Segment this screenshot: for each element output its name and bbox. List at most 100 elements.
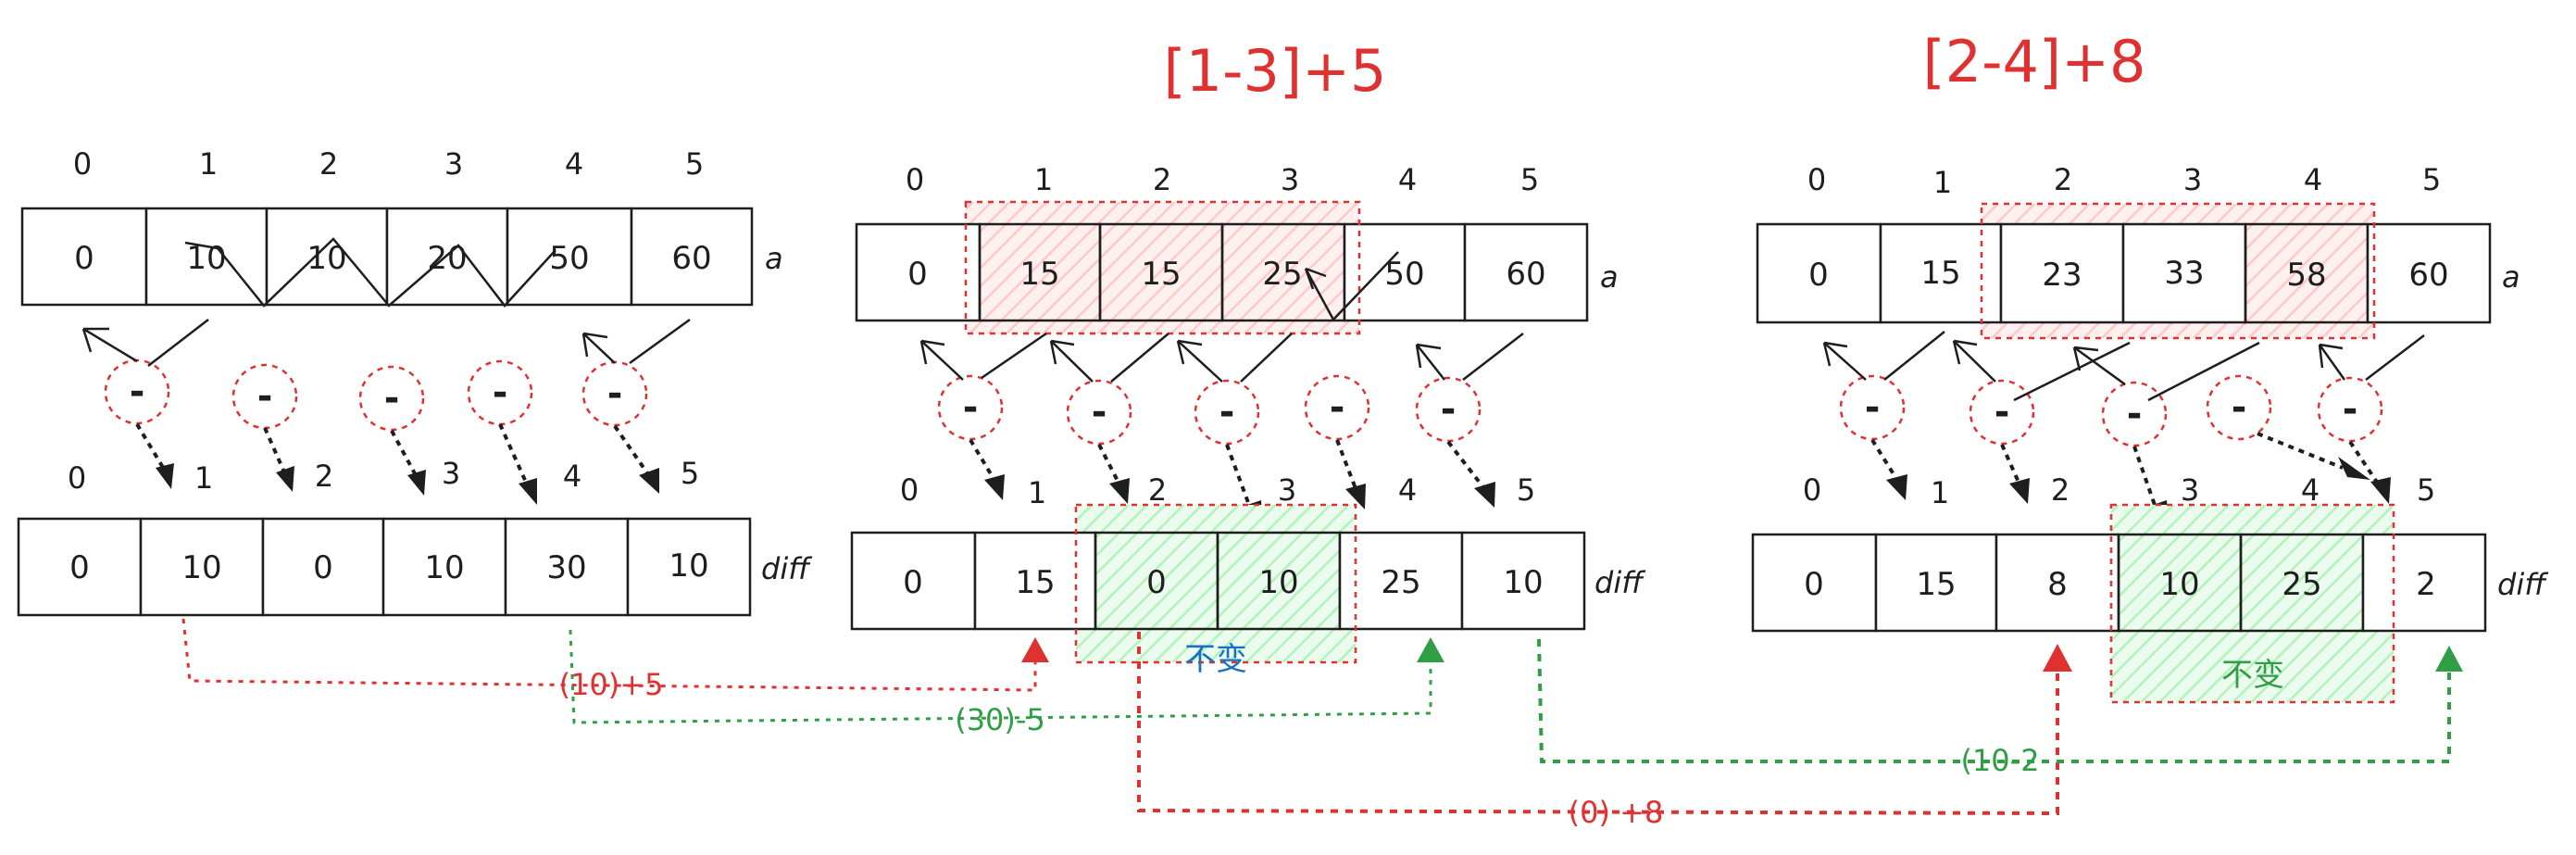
diff-label: diff <box>761 551 813 586</box>
diff-index: 5 <box>681 456 699 491</box>
a-index: 3 <box>444 146 463 182</box>
diff-value: 15 <box>1916 566 1956 603</box>
connector-label: (10)+5 <box>559 667 664 702</box>
a-index: 4 <box>1398 162 1417 197</box>
diff-index: 0 <box>68 460 86 496</box>
diff-index: 3 <box>2181 472 2199 508</box>
diff-index: 0 <box>900 472 919 508</box>
connector-minus5: (30)-5 <box>569 629 1444 737</box>
minus-sign: - <box>1865 386 1881 429</box>
minus-sign: - <box>2343 388 2358 431</box>
a-index: 2 <box>319 146 338 182</box>
a-index: 2 <box>1153 162 1171 197</box>
diff-value: 10 <box>669 547 708 585</box>
connector-plus5: (10)+5 <box>181 618 1049 702</box>
diff-value: 0 <box>903 564 923 601</box>
diff-label: diff <box>2497 567 2549 602</box>
panel-3-array-diff <box>1751 533 2487 633</box>
a-value: 25 <box>1262 256 1302 293</box>
minus-circle <box>1194 379 1260 446</box>
a-value: 15 <box>1141 256 1181 293</box>
array-cell <box>2361 533 2487 633</box>
a-index: 5 <box>685 146 704 182</box>
array-cell <box>504 517 630 617</box>
array-cell <box>630 207 754 307</box>
unchanged-label: 不变 <box>2221 657 2284 694</box>
a-value: 60 <box>1506 256 1545 293</box>
panel-1-up-arrows <box>81 318 691 367</box>
minus-sign: - <box>2127 393 2143 435</box>
diff-index: 1 <box>1028 475 1046 510</box>
array-cell <box>506 207 633 307</box>
panel-1-a-indices: 0 1 2 3 4 5 <box>73 146 704 182</box>
minus-sign: - <box>1995 391 2010 434</box>
array-cell <box>1879 222 2003 324</box>
a-index: 4 <box>565 146 583 182</box>
panel-1-down-arrows <box>135 422 652 487</box>
diff-index: 4 <box>563 459 581 494</box>
panel-1-array-diff <box>17 517 752 617</box>
unchanged-range-box <box>1074 503 1357 664</box>
unchanged-range-fill <box>1076 505 1356 662</box>
diff-value: 0 <box>1804 566 1824 603</box>
array-cell <box>1343 222 1467 322</box>
panel-2-array-diff <box>850 531 1586 631</box>
diff-index: 2 <box>1148 472 1167 508</box>
minus-circle <box>1066 379 1132 446</box>
diff-index: 1 <box>194 460 213 496</box>
updated-range-box <box>964 200 1361 335</box>
array-cell <box>2121 222 2247 324</box>
array-cell <box>626 517 752 617</box>
panel-2: [1-3]+5 0 1 2 3 4 5 0 15 15 25 50 60 <box>850 37 1646 678</box>
panel-3-a-values: 0 15 23 33 58 60 <box>1808 255 2448 294</box>
a-value: 15 <box>1019 256 1059 293</box>
minus-sign: - <box>963 386 979 429</box>
connector-label: (0) +8 <box>1569 795 1664 830</box>
a-value: 0 <box>1808 257 1829 294</box>
a-value: 50 <box>549 240 589 277</box>
panel-1-minus-signs: - - - - - <box>130 371 623 420</box>
minus-sign: - <box>1092 391 1107 434</box>
array-cell <box>1751 533 1878 633</box>
panel-2-diff-values: 0 15 0 10 25 10 <box>903 564 1543 601</box>
panel-3-down-arrows <box>1870 432 2382 509</box>
a-index: 5 <box>2422 162 2441 197</box>
a-index: 0 <box>1807 162 1826 197</box>
a-value: 0 <box>74 240 94 277</box>
panel-1: 0 1 2 3 4 5 0 10 10 20 50 60 a <box>17 146 813 617</box>
connector-plus8: (0) +8 <box>1137 632 2072 830</box>
diff-value: 8 <box>2047 566 2068 603</box>
panel-1-diff-indices: 0 1 2 3 4 5 <box>68 456 699 496</box>
array-cell <box>381 517 507 617</box>
panel-2-minus-ops <box>937 374 1482 446</box>
unchanged-label: 不变 <box>1184 641 1247 678</box>
a-index: 3 <box>2183 162 2202 197</box>
connector-label: (10-2 <box>1960 743 2039 778</box>
panel-3-a-indices: 0 1 2 3 4 5 <box>1807 162 2441 200</box>
a-index: 1 <box>1933 165 1952 200</box>
minus-circle <box>2317 376 2383 443</box>
diff-index: 0 <box>1803 472 1821 508</box>
array-cell <box>1463 222 1589 322</box>
panel-3: [2-4]+8 0 1 2 3 4 5 0 15 23 33 58 60 a <box>1751 28 2549 704</box>
minus-sign: - <box>257 375 273 418</box>
diff-value: 10 <box>1258 564 1298 601</box>
array-cell <box>261 517 385 617</box>
panel-1-diff-values: 0 10 0 10 30 10 <box>69 547 708 586</box>
a-index: 0 <box>906 162 924 197</box>
diff-index: 4 <box>1398 472 1417 508</box>
array-cell <box>144 207 269 307</box>
updated-range-box <box>1980 202 2376 340</box>
panel-3-minus-signs: - - - - - <box>1865 386 2358 435</box>
a-index: 3 <box>1281 162 1299 197</box>
diff-value: 15 <box>1015 564 1055 601</box>
panel-3-minus-ops <box>1839 374 2383 447</box>
a-index: 1 <box>1034 162 1053 197</box>
diff-value: 0 <box>313 549 333 586</box>
zigzag-stroke <box>1304 251 1399 322</box>
a-index: 0 <box>73 146 92 182</box>
minus-circle <box>1304 374 1370 441</box>
a-value: 60 <box>671 240 711 277</box>
diff-value: 10 <box>1503 564 1543 601</box>
a-index: 1 <box>199 146 218 182</box>
